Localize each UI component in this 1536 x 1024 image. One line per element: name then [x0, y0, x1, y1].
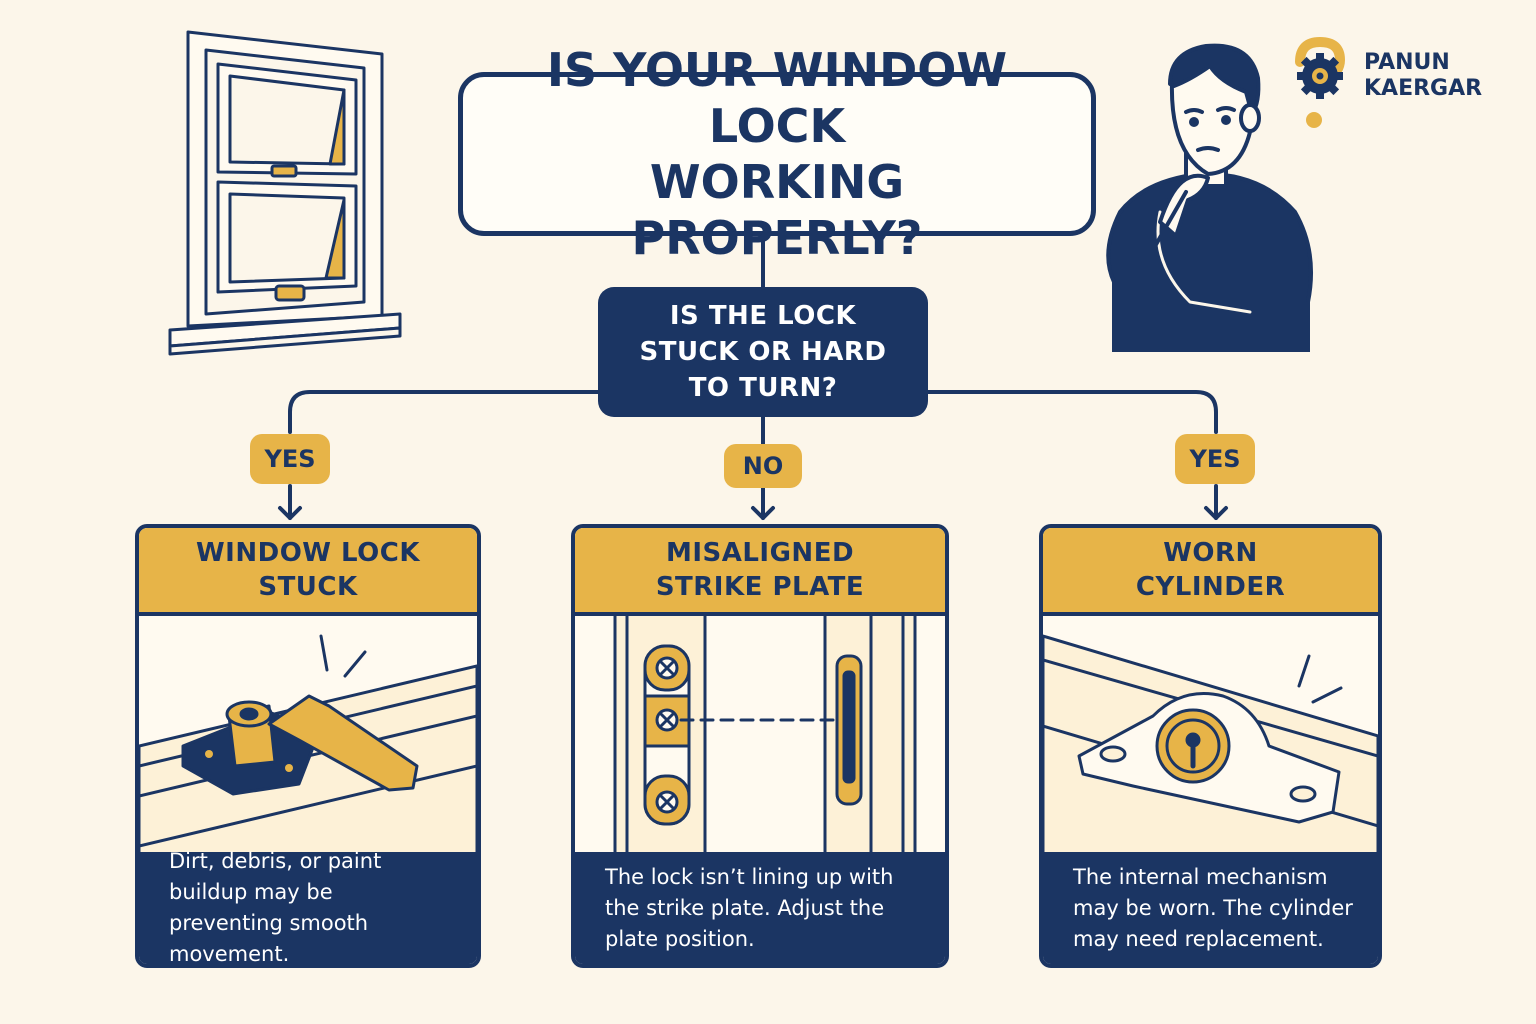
answer-badge-left: YES	[250, 434, 330, 484]
brand-line-1: PANUN	[1364, 50, 1450, 75]
arrow-left-head	[278, 506, 302, 520]
result-card-lock-stuck: WINDOW LOCK STUCK Dirt, debris, or paint…	[135, 524, 481, 968]
card-footer: The internal mechanism may be worn. The …	[1043, 852, 1378, 964]
card-footer: Dirt, debris, or paint buildup may be pr…	[139, 849, 477, 964]
answer-badge-right: YES	[1175, 434, 1255, 484]
card-header: WINDOW LOCK STUCK	[139, 528, 477, 616]
card-title: WORN CYLINDER	[1135, 538, 1286, 602]
stuck-window-lock-icon	[139, 634, 477, 856]
main-question-text: IS YOUR WINDOW LOCK WORKING PROPERLY?	[546, 43, 1008, 265]
sub-question-text: IS THE LOCK STUCK OR HARD TO TURN?	[639, 301, 887, 403]
brand-line-2: KAERGAR	[1364, 76, 1483, 101]
card-description: The internal mechanism may be worn. The …	[1073, 864, 1353, 951]
card-title: WINDOW LOCK STUCK	[196, 538, 420, 602]
arrow-right-head	[1204, 506, 1228, 520]
card-title: MISALIGNED STRIKE PLATE	[655, 538, 865, 602]
gear-question-mark-logo	[1295, 36, 1346, 128]
brand-name: PANUN KAERGAR	[1364, 50, 1482, 102]
card-header: MISALIGNED STRIKE PLATE	[575, 528, 945, 616]
sub-question-box: IS THE LOCK STUCK OR HARD TO TURN?	[598, 287, 928, 417]
connector-right	[924, 390, 1218, 434]
card-header: WORN CYLINDER	[1043, 528, 1378, 616]
thinking-person-icon	[1106, 43, 1314, 352]
card-description: The lock isn’t lining up with the strike…	[605, 864, 894, 951]
answer-badge-middle: NO	[724, 444, 802, 488]
main-question-box: IS YOUR WINDOW LOCK WORKING PROPERLY?	[458, 43, 1096, 265]
misaligned-strike-plate-icon	[613, 616, 917, 856]
card-footer: The lock isn’t lining up with the strike…	[575, 852, 945, 964]
card-description: Dirt, debris, or paint buildup may be pr…	[169, 849, 382, 966]
sash-window-icon	[168, 30, 402, 356]
result-card-misaligned-strike-plate: MISALIGNED STRIKE PLATE The lock isn’t l…	[571, 524, 949, 968]
arrow-middle-head	[751, 506, 775, 520]
result-card-worn-cylinder: WORN CYLINDER The internal mechanism may…	[1039, 524, 1382, 968]
worn-cylinder-icon	[1043, 634, 1378, 856]
connector-left	[288, 390, 602, 434]
